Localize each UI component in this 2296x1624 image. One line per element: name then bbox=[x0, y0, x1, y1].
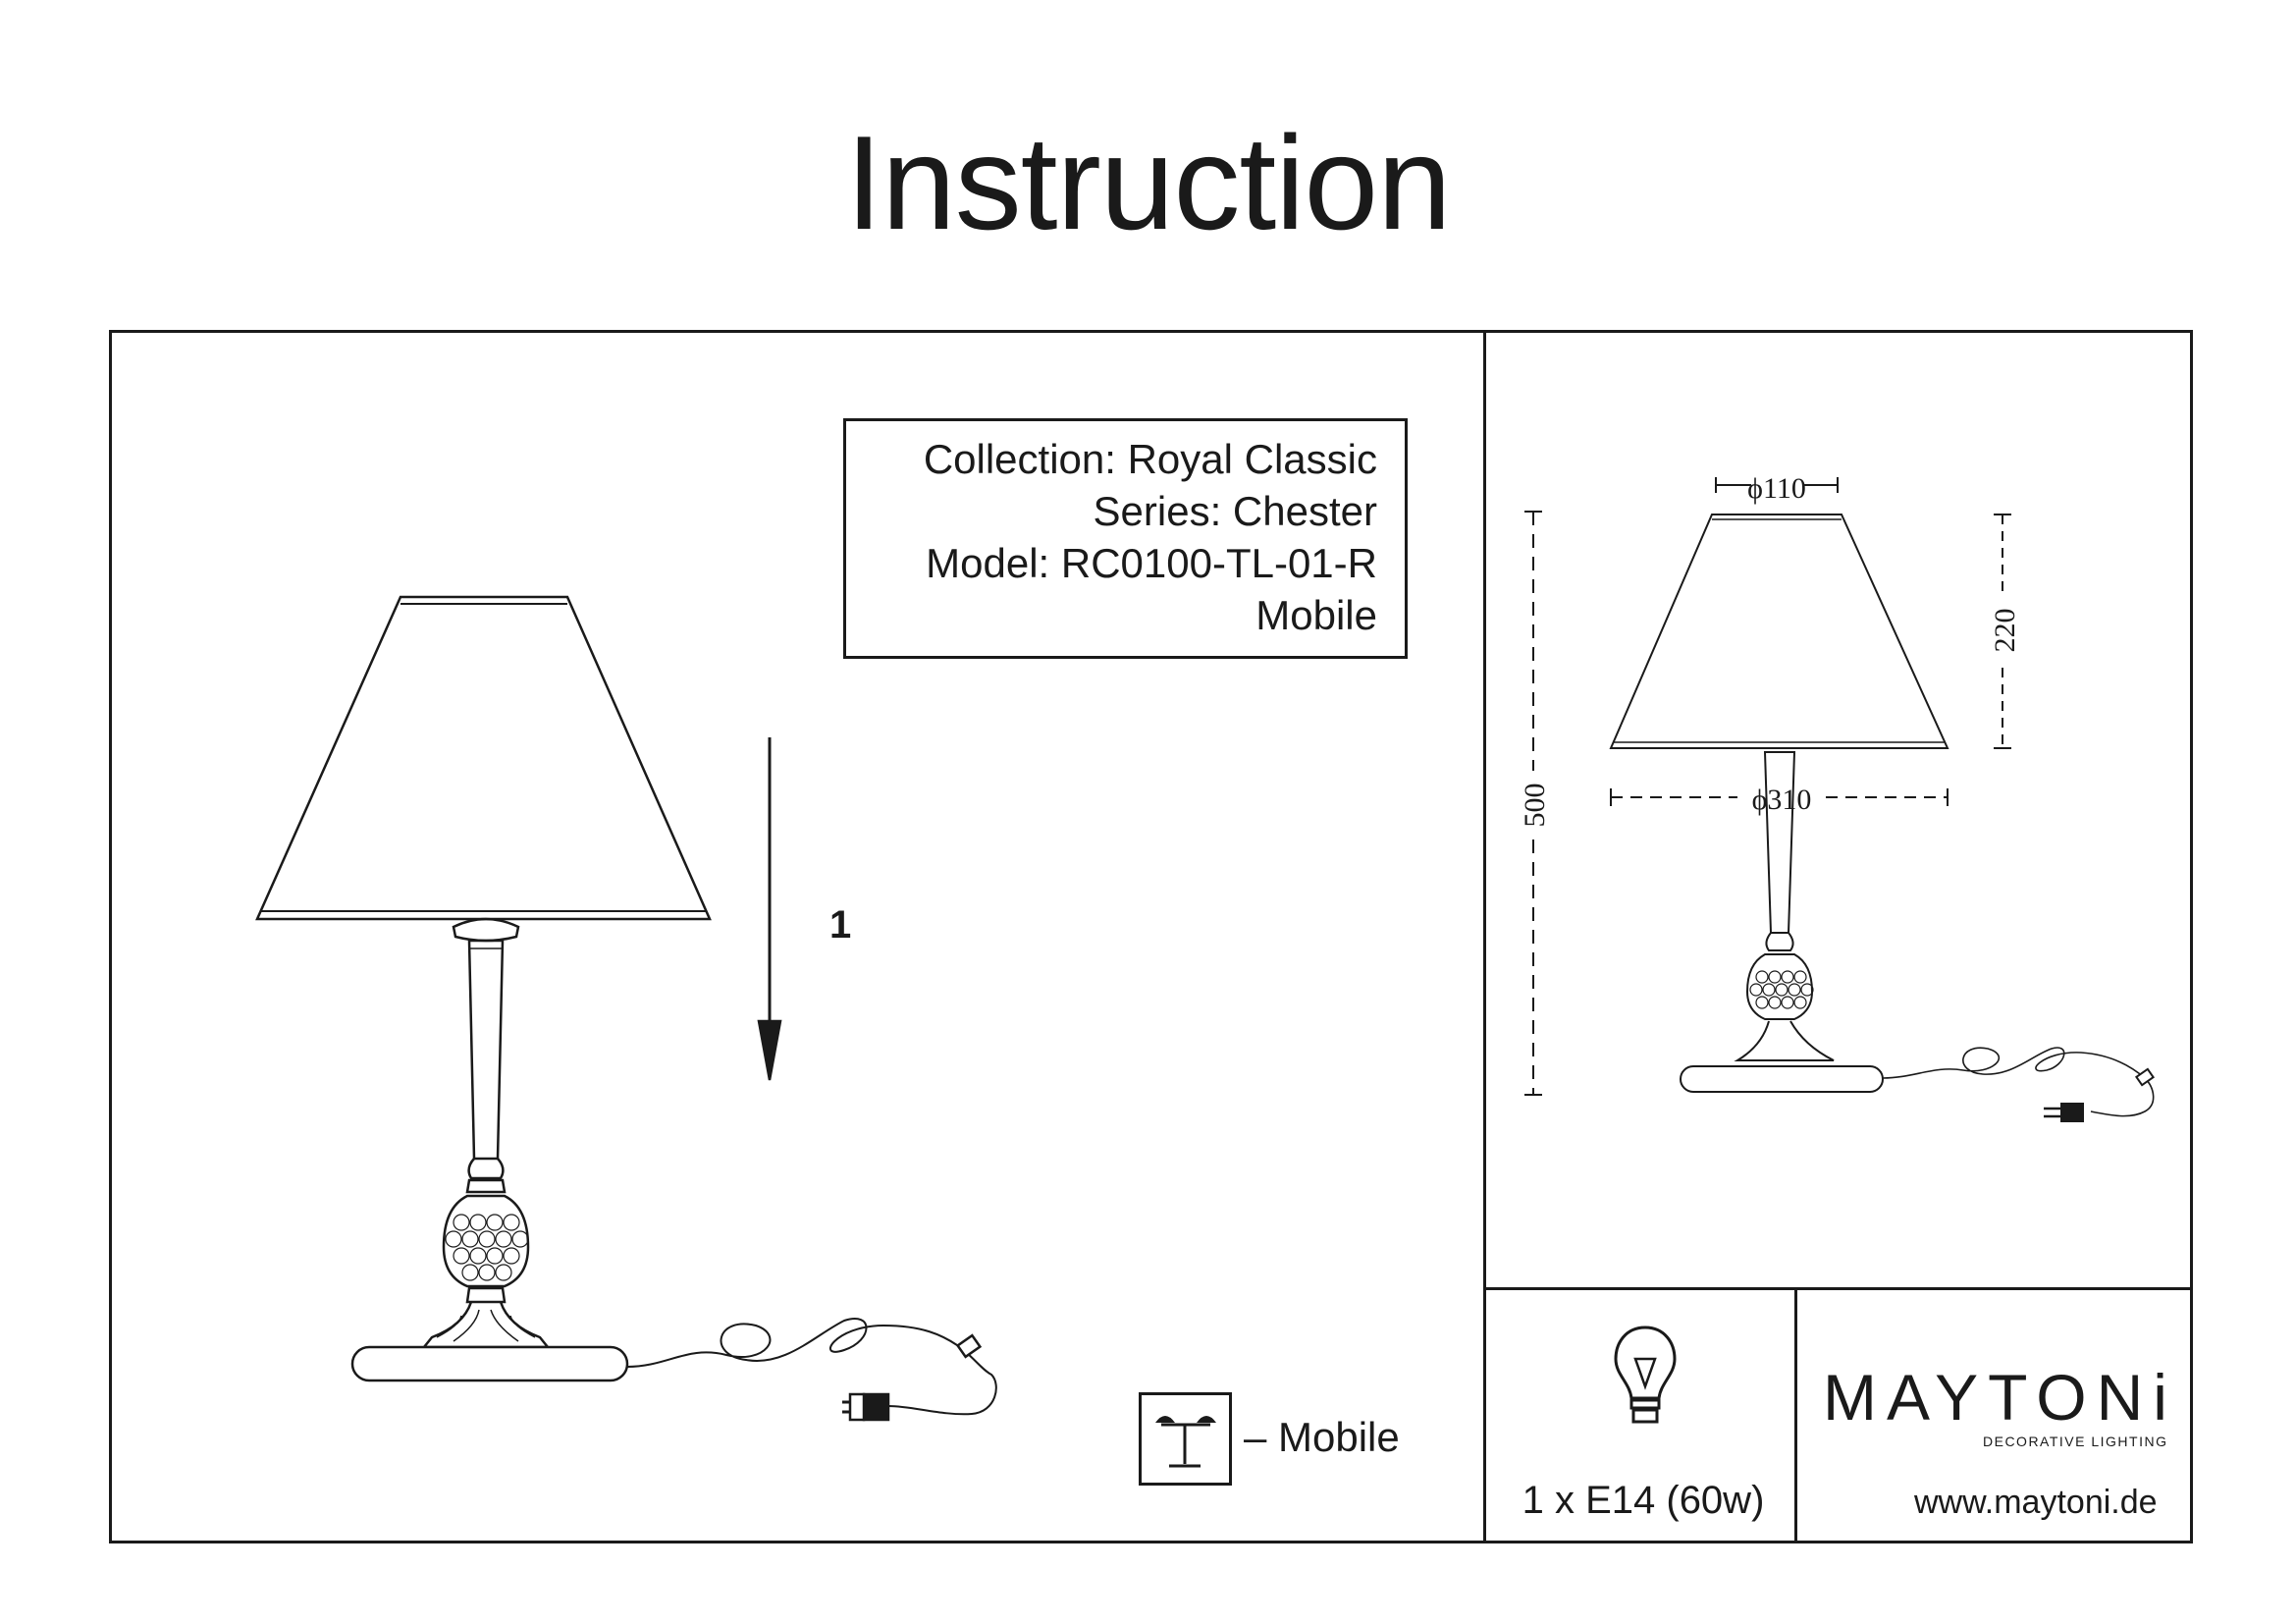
brand-logo: MAYTONi bbox=[1823, 1361, 2177, 1434]
bulb-spec: 1 x E14 (60w) bbox=[1522, 1479, 1765, 1522]
panel-divider-horizontal bbox=[1483, 1287, 2193, 1290]
brand-tagline: DECORATIVE LIGHTING bbox=[1983, 1434, 2168, 1449]
series-label: Series: Chester bbox=[1093, 488, 1377, 534]
panel-divider-vertical bbox=[1483, 330, 1486, 1543]
page-title: Instruction bbox=[845, 108, 1451, 257]
type-label: Mobile bbox=[1255, 592, 1377, 638]
total-height-label: 500 bbox=[1519, 784, 1551, 828]
collection-label: Collection: Royal Classic bbox=[923, 436, 1377, 482]
top-diameter-label: ϕ110 bbox=[1747, 472, 1806, 505]
shade-height-label: 220 bbox=[1989, 609, 2021, 653]
light-bulb-icon bbox=[1614, 1326, 1677, 1424]
assembly-step-number: 1 bbox=[829, 903, 852, 947]
product-info-box: Collection: Royal Classic Series: Cheste… bbox=[843, 418, 1408, 659]
instruction-frame bbox=[109, 330, 2193, 1543]
model-label: Model: RC0100-TL-01-R bbox=[926, 540, 1377, 586]
website-url: www.maytoni.de bbox=[1914, 1484, 2158, 1521]
mobile-symbol-icon bbox=[1139, 1392, 1232, 1486]
bottom-diameter-label: ϕ310 bbox=[1752, 784, 1812, 816]
footer-divider-vertical bbox=[1794, 1287, 1797, 1543]
mobile-legend-label: – Mobile bbox=[1244, 1414, 1400, 1460]
